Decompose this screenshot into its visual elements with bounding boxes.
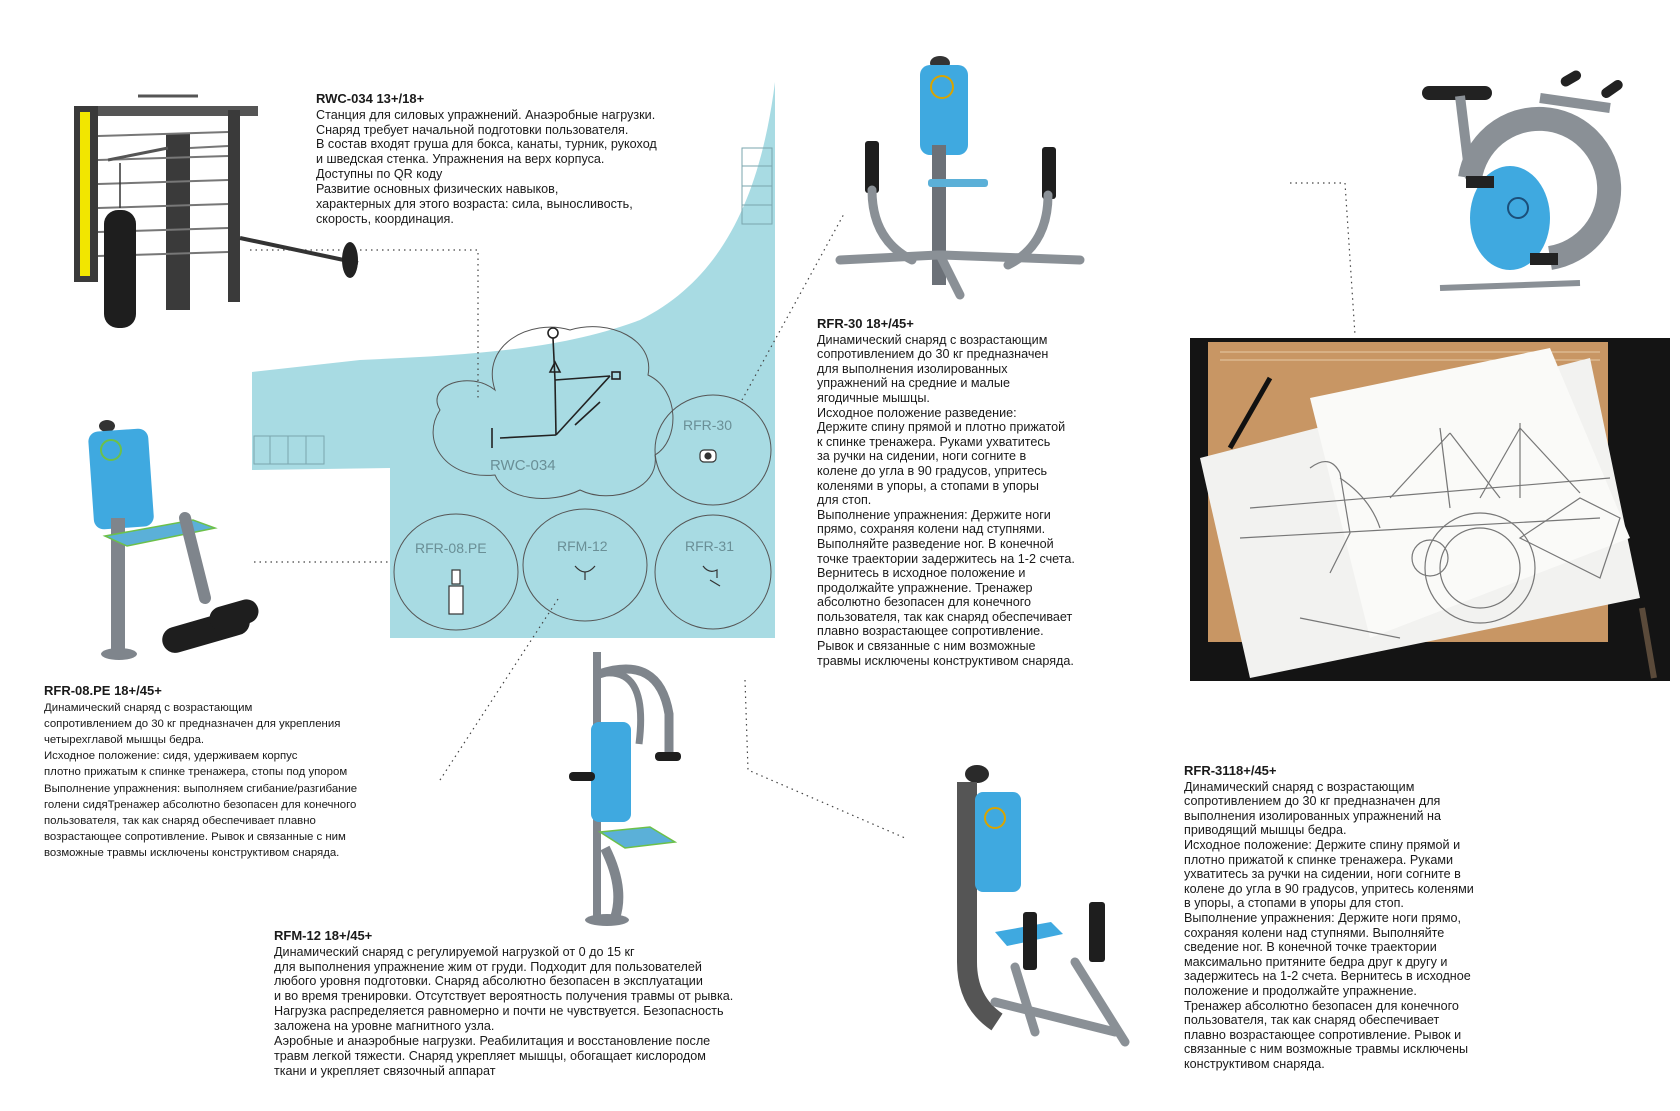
plan-label-rfr08: RFR-08.PE — [415, 540, 487, 556]
rwc034-title: RWC-034 13+/18+ — [316, 91, 425, 106]
rfr08-title: RFR-08.PE 18+/45+ — [44, 683, 162, 698]
rfr08-image — [88, 420, 259, 660]
rfm12-description: RFM-12 18+/45+ Динамический снаряд с рег… — [274, 928, 794, 1079]
rfr30-body: Динамический снаряд с возрастающим сопро… — [817, 332, 1075, 668]
sketch-photo — [1190, 338, 1670, 681]
rwc034-image — [74, 94, 359, 328]
plan-label-rwc034: RWC-034 — [490, 457, 556, 474]
rfm12-image — [569, 652, 681, 926]
rfr30-description: RFR-30 18+/45+ Динамический снаряд с воз… — [817, 316, 1117, 668]
rwc034-description: RWC-034 13+/18+ Станция для силовых упра… — [316, 91, 696, 227]
rwc034-body: Станция для силовых упражнений. Анаэробн… — [316, 107, 657, 226]
rfr30-title: RFR-30 18+/45+ — [817, 316, 914, 331]
rfm12-title: RFM-12 18+/45+ — [274, 928, 373, 943]
rfr31-image — [957, 765, 1130, 1047]
site-plan: RWC-034 RFR-30 RFR-08.PE RFM-12 RFR-31 — [252, 82, 775, 638]
rfr30-image — [835, 56, 1085, 300]
rfr31-title: RFR-3118+/45+ — [1184, 763, 1277, 778]
plan-label-rfm12: RFM-12 — [557, 538, 608, 554]
rfr08-description: RFR-08.PE 18+/45+ Динамический снаряд с … — [44, 683, 424, 862]
rfm12-body: Динамический снаряд с регулируемой нагру… — [274, 944, 734, 1078]
rfr08-body: Динамический снаряд с возрастающим сопро… — [44, 701, 358, 860]
plan-label-rfr30: RFR-30 — [683, 417, 732, 433]
plan-label-rfr31: RFR-31 — [685, 538, 734, 554]
rfr31-description: RFR-3118+/45+ Динамический снаряд с возр… — [1184, 763, 1504, 1071]
bike-image — [1422, 70, 1623, 291]
rfr31-body: Динамический снаряд с возрастающим сопро… — [1184, 779, 1474, 1071]
